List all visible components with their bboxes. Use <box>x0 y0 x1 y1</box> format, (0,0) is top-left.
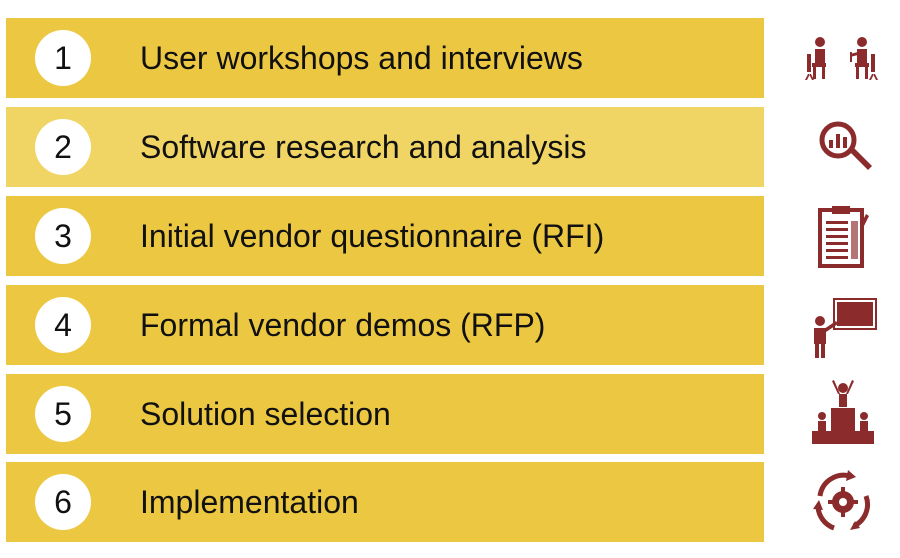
workshop-people-icon <box>798 18 888 98</box>
step-bar <box>6 18 764 98</box>
step-label: Formal vendor demos (RFP) <box>140 307 546 343</box>
step-label: Implementation <box>140 484 359 520</box>
step-number-badge: 3 <box>35 208 91 264</box>
step-row: 6 Implementation <box>6 462 764 542</box>
step-number: 3 <box>54 218 72 254</box>
step-number: 2 <box>54 129 72 165</box>
cycle-gear-icon <box>798 462 888 542</box>
step-bar <box>6 285 764 365</box>
step-number-badge: 5 <box>35 386 91 442</box>
winner-podium-icon <box>798 374 888 454</box>
step-number-badge: 6 <box>35 474 91 530</box>
step-label: Initial vendor questionnaire (RFI) <box>140 218 605 254</box>
step-row: 4 Formal vendor demos (RFP) <box>6 285 764 365</box>
step-number-badge: 2 <box>35 119 91 175</box>
step-row: 5 Solution selection <box>6 374 764 454</box>
step-bar <box>6 374 764 454</box>
step-row: 1 User workshops and interviews <box>6 18 764 98</box>
magnifier-chart-icon <box>798 107 888 187</box>
step-bar <box>6 462 764 542</box>
step-bar <box>6 196 764 276</box>
step-bar <box>6 107 764 187</box>
step-number: 5 <box>54 396 72 432</box>
step-label: Solution selection <box>140 396 391 432</box>
step-label: User workshops and interviews <box>140 40 583 76</box>
clipboard-checklist-icon <box>798 196 888 276</box>
step-number: 4 <box>54 307 72 343</box>
step-row: 3 Initial vendor questionnaire (RFI) <box>6 196 764 276</box>
presenter-board-icon <box>798 285 888 365</box>
step-number: 1 <box>54 40 72 76</box>
step-row: 2 Software research and analysis <box>6 107 764 187</box>
step-number-badge: 4 <box>35 297 91 353</box>
step-number: 6 <box>54 484 72 520</box>
step-number-badge: 1 <box>35 30 91 86</box>
step-label: Software research and analysis <box>140 129 587 165</box>
